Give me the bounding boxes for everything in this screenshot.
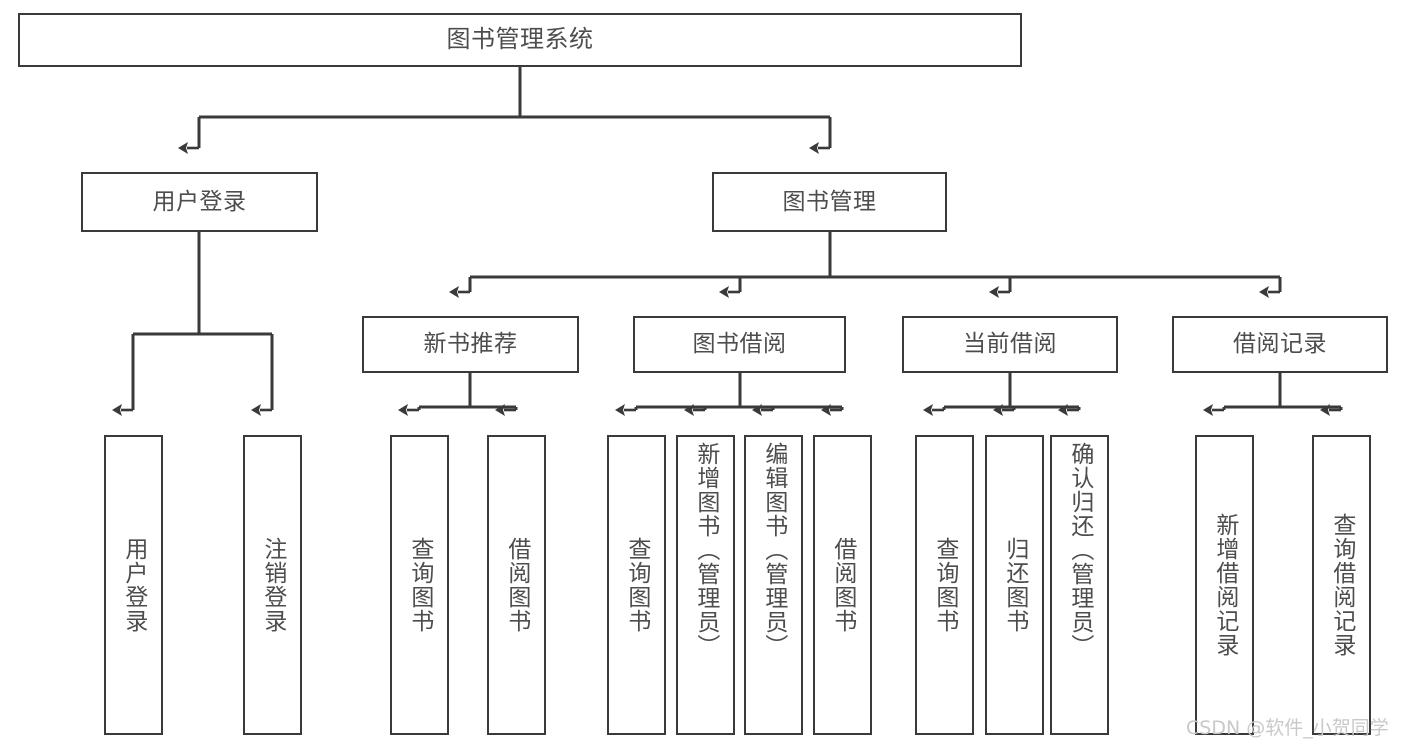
node-leaf-user-logout[interactable]: 注销登录 bbox=[243, 435, 302, 735]
node-leaf-confirm-return-label: 确认归还（管理员） bbox=[1066, 442, 1093, 658]
node-book-borrow-label: 图书借阅 bbox=[692, 331, 787, 358]
node-leaf-query-record[interactable]: 查询借阅记录 bbox=[1312, 435, 1371, 735]
node-book-manage[interactable]: 图书管理 bbox=[712, 172, 947, 232]
node-leaf-query-book-1-label: 查询图书 bbox=[406, 537, 433, 633]
csdn-watermark: CSDN @软件_小贺同学 bbox=[1186, 717, 1389, 739]
node-leaf-edit-book-label: 编辑图书（管理员） bbox=[760, 442, 787, 658]
node-borrow-record-label: 借阅记录 bbox=[1233, 331, 1327, 358]
node-leaf-user-logout-label: 注销登录 bbox=[259, 537, 286, 633]
node-leaf-borrow-book-1-label: 借阅图书 bbox=[503, 537, 530, 633]
node-leaf-add-record-label: 新增借阅记录 bbox=[1211, 513, 1238, 657]
node-leaf-add-book[interactable]: 新增图书（管理员） bbox=[676, 435, 735, 735]
node-leaf-query-book-3-label: 查询图书 bbox=[931, 537, 958, 633]
node-leaf-user-login-label: 用户登录 bbox=[120, 537, 147, 633]
node-leaf-borrow-book-1[interactable]: 借阅图书 bbox=[487, 435, 546, 735]
node-book-borrow[interactable]: 图书借阅 bbox=[633, 316, 846, 373]
node-leaf-edit-book[interactable]: 编辑图书（管理员） bbox=[744, 435, 803, 735]
node-new-book-recommend-label: 新书推荐 bbox=[423, 331, 518, 358]
node-user-login-label: 用户登录 bbox=[152, 188, 247, 215]
node-leaf-query-book-2-label: 查询图书 bbox=[623, 537, 650, 633]
node-leaf-return-book-label: 归还图书 bbox=[1001, 537, 1028, 633]
node-leaf-user-login[interactable]: 用户登录 bbox=[104, 435, 163, 735]
node-leaf-return-book[interactable]: 归还图书 bbox=[985, 435, 1044, 735]
node-leaf-confirm-return[interactable]: 确认归还（管理员） bbox=[1050, 435, 1109, 735]
node-leaf-add-book-label: 新增图书（管理员） bbox=[692, 442, 719, 658]
node-current-borrow-label: 当前借阅 bbox=[963, 331, 1057, 358]
node-root[interactable]: 图书管理系统 bbox=[18, 13, 1022, 67]
node-borrow-record[interactable]: 借阅记录 bbox=[1172, 316, 1388, 373]
node-user-login[interactable]: 用户登录 bbox=[81, 172, 318, 232]
node-root-label: 图书管理系统 bbox=[446, 25, 594, 54]
node-leaf-borrow-book-2[interactable]: 借阅图书 bbox=[813, 435, 872, 735]
node-leaf-query-record-label: 查询借阅记录 bbox=[1328, 513, 1355, 657]
node-current-borrow[interactable]: 当前借阅 bbox=[902, 316, 1118, 373]
node-new-book-recommend[interactable]: 新书推荐 bbox=[362, 316, 579, 373]
node-leaf-query-book-1[interactable]: 查询图书 bbox=[390, 435, 449, 735]
node-leaf-add-record[interactable]: 新增借阅记录 bbox=[1195, 435, 1254, 735]
node-book-manage-label: 图书管理 bbox=[782, 188, 877, 215]
node-leaf-query-book-3[interactable]: 查询图书 bbox=[915, 435, 974, 735]
node-leaf-borrow-book-2-label: 借阅图书 bbox=[829, 537, 856, 633]
node-leaf-query-book-2[interactable]: 查询图书 bbox=[607, 435, 666, 735]
